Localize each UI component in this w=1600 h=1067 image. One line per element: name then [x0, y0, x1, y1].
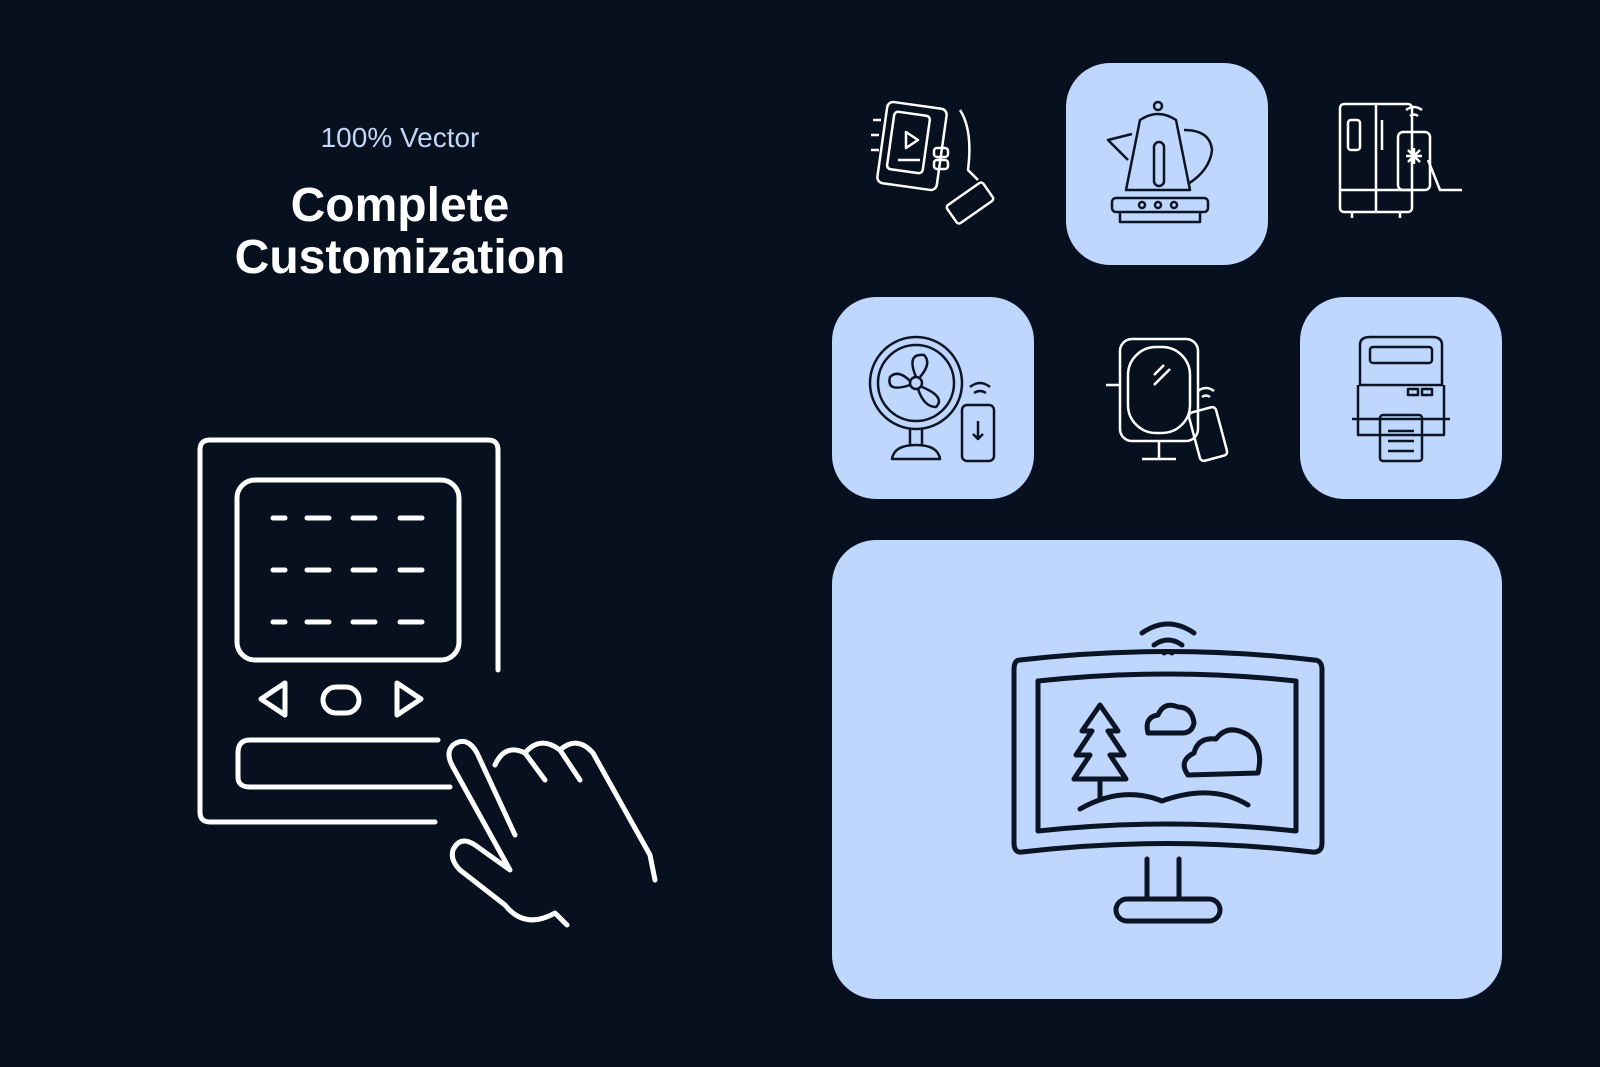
smart-kettle-icon — [1106, 100, 1214, 224]
smart-mirror-icon — [1106, 337, 1229, 463]
kettle-tile — [1066, 63, 1268, 265]
title-line-1: Complete — [290, 179, 510, 232]
subtitle: 100% Vector — [320, 122, 480, 153]
title-line-2: Customization — [234, 231, 566, 284]
printer-tile — [1300, 297, 1502, 499]
touch-panel-icon — [197, 437, 658, 928]
page-title: Complete Customization — [0, 180, 800, 284]
fan-tile — [832, 297, 1034, 499]
smart-printer-icon — [1352, 335, 1450, 463]
smart-fridge-icon — [1338, 102, 1462, 218]
smart-curved-tv-icon — [1011, 621, 1325, 924]
handheld-media-player-icon — [871, 100, 995, 225]
smart-fan-icon — [868, 335, 996, 463]
